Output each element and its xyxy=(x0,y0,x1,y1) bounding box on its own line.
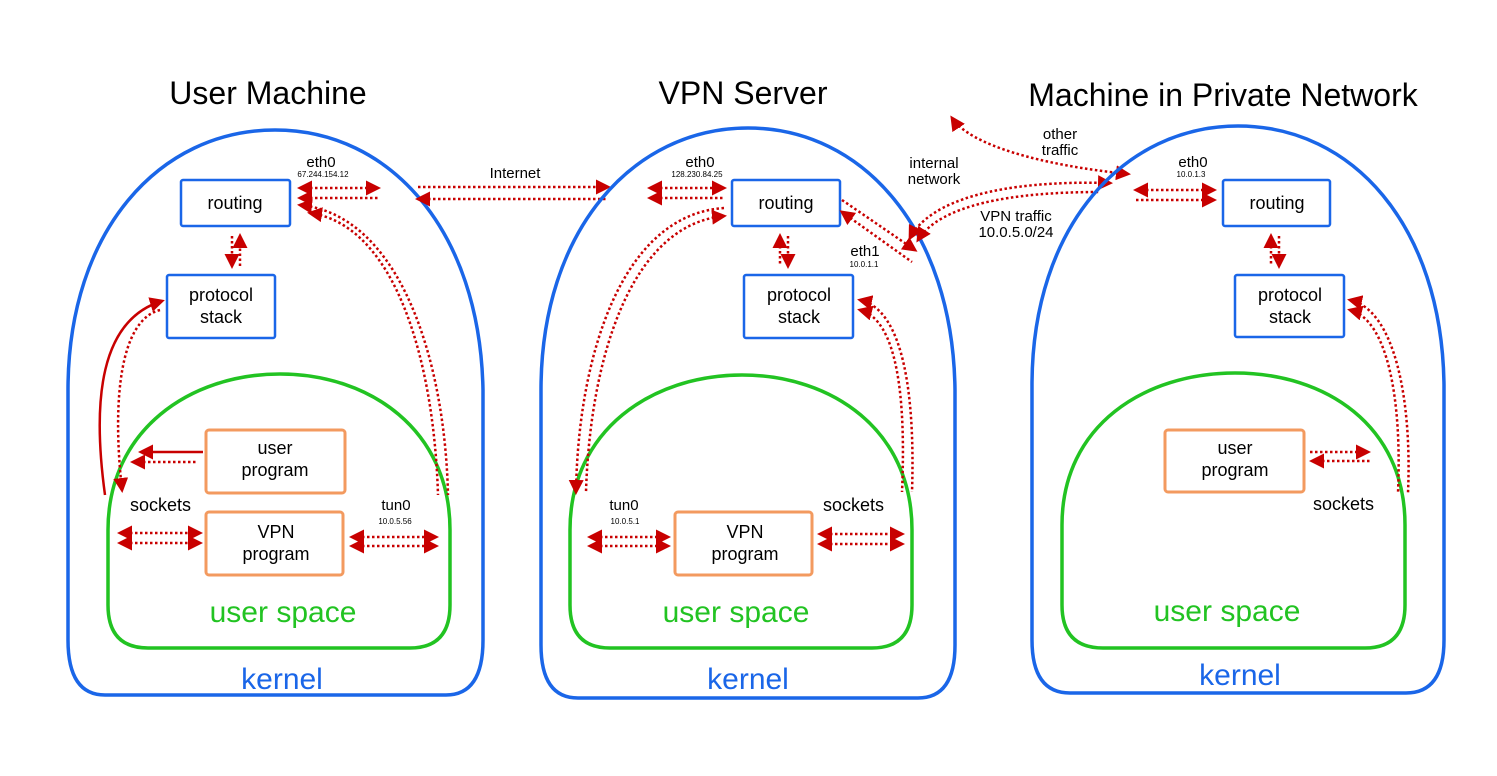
user-machine-protocol-box xyxy=(165,273,277,340)
private-machine-routing-label: routing xyxy=(1249,193,1304,213)
user-machine-title: User Machine xyxy=(169,75,366,111)
internal-network-arrow-2 xyxy=(916,190,1101,243)
user-machine: routing protocol stack user program VPN … xyxy=(66,128,485,697)
private-machine-protocol-label-2: stack xyxy=(1269,307,1312,327)
vpn-server-eth0-label: eth0 xyxy=(685,154,714,171)
vpn-server-sockets-label: sockets xyxy=(823,495,884,515)
vpn-server-vpn-program-label-1: VPN xyxy=(726,522,763,542)
other-traffic-arrow xyxy=(950,115,1131,181)
private-machine-user-program-box xyxy=(1163,428,1306,494)
vpn-server: routing protocol stack VPN program eth0 … xyxy=(539,126,957,700)
user-machine-routing-label: routing xyxy=(207,193,262,213)
vpn-server-protocol-label-1: protocol xyxy=(767,285,831,305)
user-machine-user-program-label-1: user xyxy=(257,438,292,458)
user-machine-user-space-label: user space xyxy=(210,596,357,629)
vs-tun-to-routing-arrow xyxy=(584,209,727,493)
private-machine-eth0-ip: 10.0.1.3 xyxy=(1177,170,1206,179)
vpn-server-user-space-label: user space xyxy=(663,596,810,629)
user-machine-user-space xyxy=(106,372,452,650)
user-machine-vpn-program-box xyxy=(204,510,345,577)
vpn-server-routing-label: routing xyxy=(758,193,813,213)
private-machine-protocol-label-1: protocol xyxy=(1258,285,1322,305)
vpn-server-tun0-label: tun0 xyxy=(609,497,638,514)
user-machine-vpn-program-label-2: program xyxy=(242,544,309,564)
vpn-server-kernel-shell xyxy=(539,126,957,700)
private-machine-kernel-label: kernel xyxy=(1199,659,1281,692)
vpn-traffic-label-1: VPN traffic xyxy=(980,208,1052,225)
vpn-server-title: VPN Server xyxy=(659,75,828,111)
internal-network-arrow xyxy=(908,175,1113,241)
user-machine-eth0-ip: 67.244.154.12 xyxy=(297,170,349,179)
um-tun0-to-routing-arrow-2 xyxy=(307,207,440,496)
vpn-server-routing-box xyxy=(730,178,842,228)
private-machine-title: Machine in Private Network xyxy=(1028,77,1418,113)
user-machine-tun0-ip: 10.0.5.56 xyxy=(378,517,412,526)
private-machine-eth0-label: eth0 xyxy=(1178,154,1207,171)
user-machine-tun0-label: tun0 xyxy=(381,497,410,514)
user-machine-eth0-label: eth0 xyxy=(306,154,335,171)
private-machine-user-space xyxy=(1060,371,1407,650)
other-traffic-label-1: other xyxy=(1043,126,1077,143)
um-sockets-to-stack-arrow xyxy=(98,297,165,496)
internal-network-label-2: network xyxy=(908,171,961,188)
private-machine-kernel-shell xyxy=(1030,124,1446,695)
private-machine-routing-box xyxy=(1221,178,1332,228)
vpn-server-protocol-box xyxy=(742,273,855,340)
private-machine-user-program-label-2: program xyxy=(1201,460,1268,480)
user-machine-protocol-label-2: stack xyxy=(200,307,243,327)
vpn-server-vpn-program-box xyxy=(673,510,814,577)
user-machine-sockets-label: sockets xyxy=(130,495,191,515)
vs-routing-eth1-arrow-2 xyxy=(839,210,913,264)
vs-stack-to-sockets-arrow-2 xyxy=(857,305,905,493)
other-traffic-label-2: traffic xyxy=(1042,142,1079,159)
user-machine-protocol-label-1: protocol xyxy=(189,285,253,305)
private-machine-protocol-box xyxy=(1233,273,1346,339)
vpn-server-eth0-ip: 128.230.84.25 xyxy=(671,170,723,179)
internal-network-label-1: internal xyxy=(909,155,958,172)
user-machine-routing-box xyxy=(179,178,292,228)
vpn-server-vpn-program-label-2: program xyxy=(711,544,778,564)
user-machine-vpn-program-label-1: VPN xyxy=(257,522,294,542)
user-machine-user-program-label-2: program xyxy=(241,460,308,480)
vs-stack-to-sockets-arrow xyxy=(857,295,914,493)
vpn-server-eth1-label: eth1 xyxy=(850,243,879,260)
pm-stack-to-sockets-arrow-2 xyxy=(1347,305,1400,494)
private-machine-user-space-label: user space xyxy=(1154,595,1301,628)
private-machine-user-program-label-1: user xyxy=(1217,438,1252,458)
vpn-server-protocol-label-2: stack xyxy=(778,307,821,327)
vpn-server-tun0-ip: 10.0.5.1 xyxy=(611,517,640,526)
private-machine-sockets-label: sockets xyxy=(1313,494,1374,514)
vs-routing-to-tun-arrow xyxy=(568,206,725,495)
private-machine: routing protocol stack user program eth0… xyxy=(1030,124,1446,695)
vpn-server-kernel-label: kernel xyxy=(707,663,789,696)
user-machine-kernel-shell xyxy=(66,128,485,697)
um-tun0-to-routing-arrow xyxy=(297,198,450,496)
user-machine-kernel-label: kernel xyxy=(241,663,323,696)
user-machine-user-program-box xyxy=(204,428,347,495)
vpn-traffic-label-2: 10.0.5.0/24 xyxy=(978,224,1053,241)
vpn-server-user-space xyxy=(568,373,914,650)
internet-label: Internet xyxy=(490,165,542,182)
pm-stack-to-sockets-arrow xyxy=(1347,295,1410,494)
vpn-server-eth1-ip: 10.0.1.1 xyxy=(850,260,879,269)
